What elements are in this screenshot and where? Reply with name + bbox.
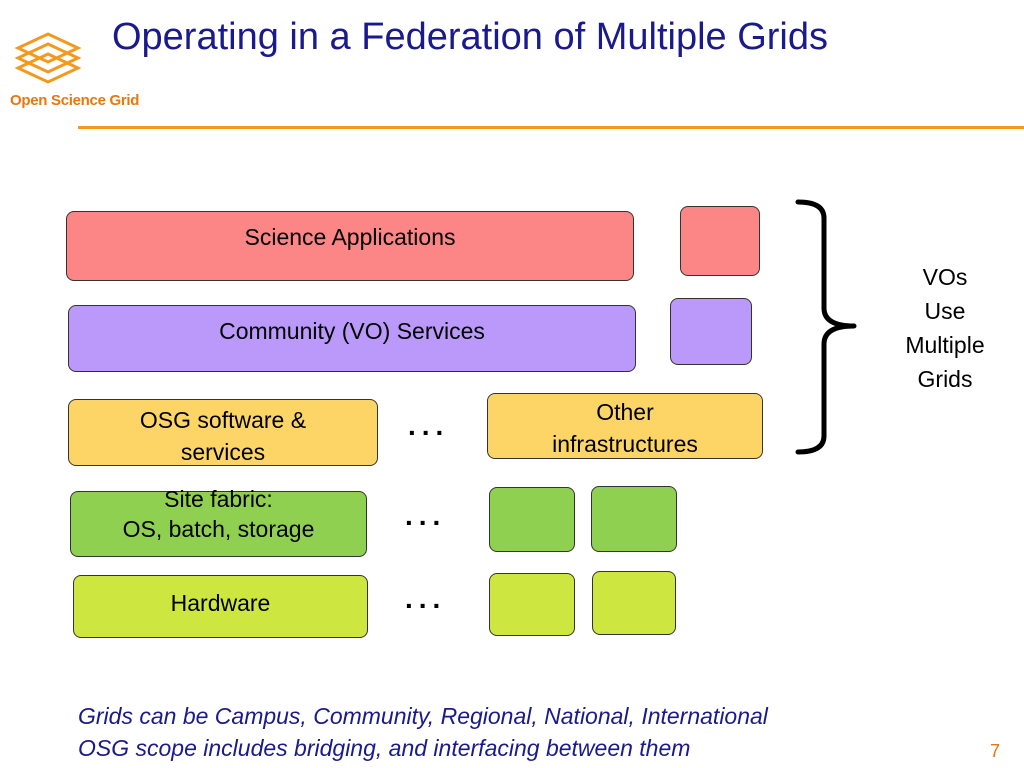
science-applications-small-box [680, 206, 760, 276]
vos-label-line2: Use [924, 298, 966, 324]
vos-use-multiple-grids-label: VOs Use Multiple Grids [880, 260, 1010, 396]
curly-brace-icon [795, 199, 857, 455]
page-number: 7 [990, 741, 1001, 761]
osg-software-label-line1: OSG software & [139, 407, 307, 433]
footer-notes: Grids can be Campus, Community, Regional… [78, 700, 768, 764]
hardware-box: Hardware [73, 575, 368, 638]
logo-text: Open Science Grid [10, 92, 140, 109]
ellipsis-hardware: ... [405, 583, 447, 614]
community-services-box: Community (VO) Services [68, 305, 636, 372]
footer-line1: Grids can be Campus, Community, Regional… [78, 703, 768, 729]
site-fabric-small-box-1 [489, 487, 575, 552]
science-applications-label: Science Applications [244, 224, 456, 250]
science-applications-box: Science Applications [66, 211, 634, 281]
title-divider [78, 126, 1024, 129]
vos-label-line1: VOs [922, 264, 968, 290]
other-infrastructures-box: Other infrastructures [487, 393, 763, 459]
community-services-label: Community (VO) Services [219, 318, 485, 344]
ellipsis-software: ... [408, 410, 450, 441]
site-fabric-label-line2: OS, batch, storage [122, 516, 315, 542]
vos-label-line3: Multiple [905, 332, 985, 358]
footer-line2: OSG scope includes bridging, and interfa… [78, 735, 691, 761]
other-infrastructures-label-line1: Other [596, 399, 654, 425]
other-infrastructures-label-line2: infrastructures [552, 431, 698, 457]
osg-logo-icon [14, 32, 82, 84]
community-services-small-box [670, 298, 752, 365]
site-fabric-box: Site fabric: OS, batch, storage [70, 486, 367, 557]
hardware-small-box-1 [489, 573, 575, 636]
slide-title: Operating in a Federation of Multiple Gr… [111, 16, 829, 58]
hardware-label: Hardware [170, 590, 271, 616]
site-fabric-label-line1: Site fabric: [164, 486, 273, 512]
ellipsis-fabric: ... [405, 500, 447, 531]
site-fabric-small-box-2 [591, 486, 677, 552]
hardware-small-box-2 [592, 571, 676, 635]
vos-label-line4: Grids [917, 366, 973, 392]
osg-software-label-line2: services [180, 439, 266, 465]
osg-software-box: OSG software & services [68, 399, 378, 466]
